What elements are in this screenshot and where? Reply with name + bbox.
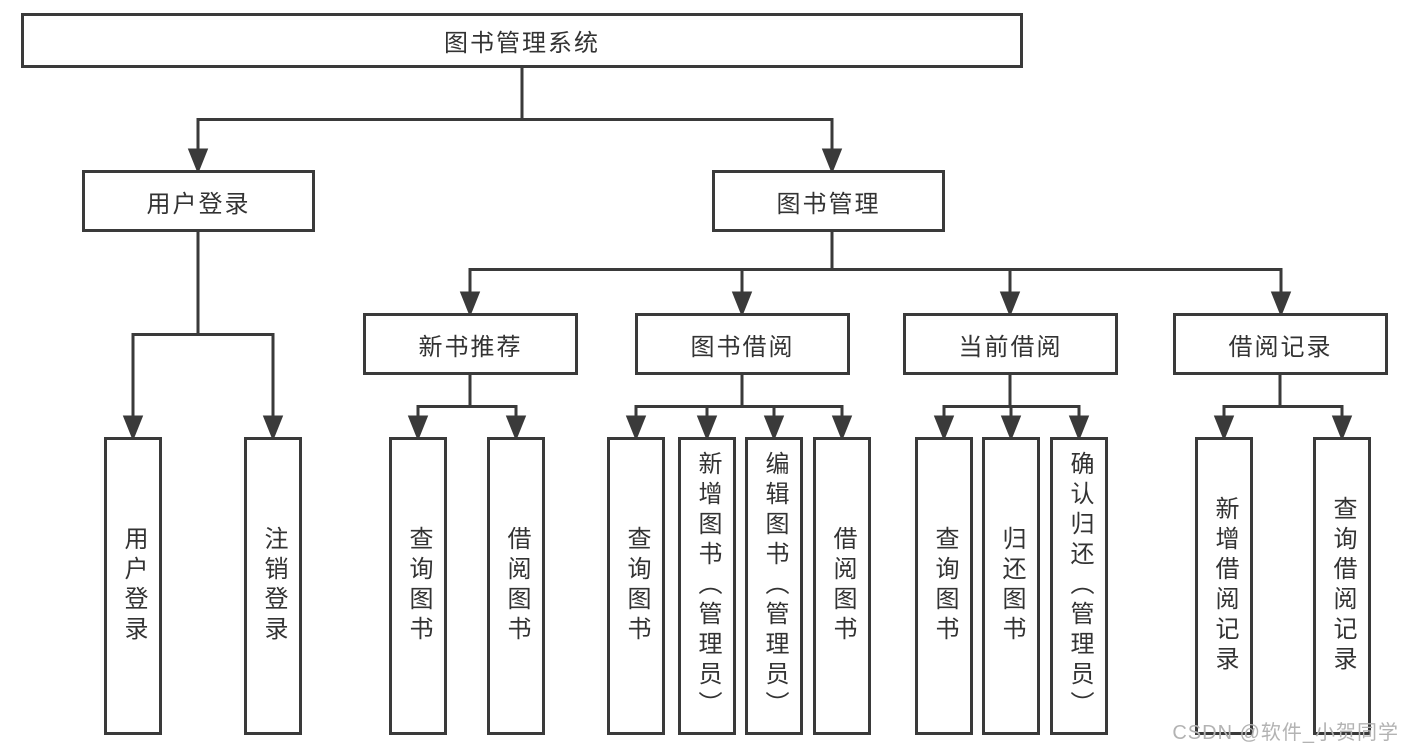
leaf-query-books-recommend-label: 查询图书 [405,526,432,646]
node-user-login-label: 用户登录 [146,190,251,218]
node-book-borrowing-label: 图书借阅 [690,333,795,361]
node-user-login: 用户登录 [82,170,315,232]
leaf-user-login-label: 用户登录 [120,526,147,646]
leaf-query-books-borrowing-label: 查询图书 [623,526,650,646]
leaf-add-books-admin-label: 新增图书（管理员） [694,451,721,721]
leaf-confirm-return-admin-label: 确认归还（管理员） [1066,451,1093,721]
leaf-query-borrow-record-label: 查询借阅记录 [1329,496,1356,676]
node-borrowing-records: 借阅记录 [1173,313,1388,375]
leaf-borrow-books-borrowing: 借阅图书 [813,437,871,735]
node-book-management: 图书管理 [712,170,945,232]
leaf-query-books-borrowing: 查询图书 [607,437,665,735]
leaf-add-borrow-record-label: 新增借阅记录 [1211,496,1238,676]
leaf-borrow-books-recommend-label: 借阅图书 [503,526,530,646]
leaf-query-books-recommend: 查询图书 [389,437,447,735]
leaf-return-books-label: 归还图书 [998,526,1025,646]
leaf-return-books: 归还图书 [982,437,1040,735]
node-current-borrowing-label: 当前借阅 [958,333,1063,361]
leaf-query-books-current-label: 查询图书 [931,526,958,646]
node-root-label: 图书管理系统 [444,30,600,57]
leaf-add-borrow-record: 新增借阅记录 [1195,437,1253,735]
node-current-borrowing: 当前借阅 [903,313,1118,375]
leaf-logout-login-label: 注销登录 [260,526,287,646]
node-new-book-recommend: 新书推荐 [363,313,578,375]
leaf-query-books-current: 查询图书 [915,437,973,735]
leaf-borrow-books-borrowing-label: 借阅图书 [829,526,856,646]
leaf-confirm-return-admin: 确认归还（管理员） [1050,437,1108,735]
leaf-add-books-admin: 新增图书（管理员） [678,437,736,735]
leaf-query-borrow-record: 查询借阅记录 [1313,437,1371,735]
node-borrowing-records-label: 借阅记录 [1228,333,1333,361]
leaf-borrow-books-recommend: 借阅图书 [487,437,545,735]
node-book-borrowing: 图书借阅 [635,313,850,375]
leaf-edit-books-admin-label: 编辑图书（管理员） [761,451,788,721]
node-new-book-recommend-label: 新书推荐 [418,333,523,361]
csdn-watermark: CSDN @软件_小贺同学 [1172,722,1399,744]
leaf-edit-books-admin: 编辑图书（管理员） [745,437,803,735]
node-book-management-label: 图书管理 [776,190,881,218]
leaf-logout-login: 注销登录 [244,437,302,735]
leaf-user-login: 用户登录 [104,437,162,735]
node-root-library-system: 图书管理系统 [21,13,1023,68]
